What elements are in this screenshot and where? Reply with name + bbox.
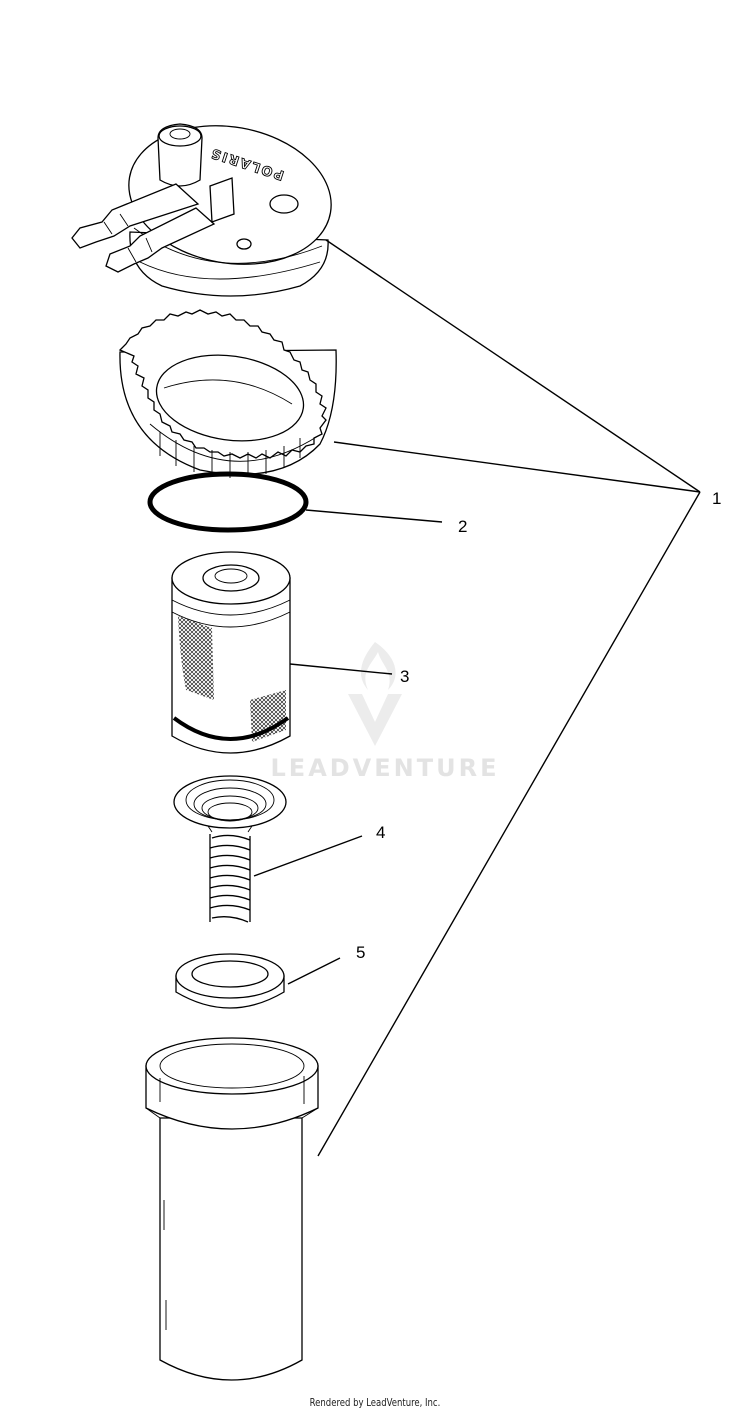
callout-1: 1 xyxy=(712,489,721,508)
leader-lines xyxy=(253,239,701,1157)
o-ring xyxy=(147,471,309,533)
callout-2: 2 xyxy=(458,517,467,536)
filter-cap: POLARIS xyxy=(71,123,332,297)
callout-4: 4 xyxy=(376,823,385,842)
leadventure-watermark: LEADVENTURE xyxy=(271,642,500,782)
filter-element xyxy=(171,551,291,754)
callout-3: 3 xyxy=(400,667,409,686)
seal-washer xyxy=(175,953,285,1009)
callout-numbers: 1 2 3 4 5 xyxy=(356,489,721,962)
footer-credit: Rendered by LeadVenture, Inc. xyxy=(309,1396,441,1409)
callout-5: 5 xyxy=(356,943,365,962)
watermark-text: LEADVENTURE xyxy=(271,754,500,782)
spring-coils xyxy=(209,834,251,923)
flame-icon xyxy=(348,642,402,746)
filter-bowl xyxy=(145,1037,319,1381)
ring-nut xyxy=(118,309,337,478)
spring xyxy=(173,775,287,923)
